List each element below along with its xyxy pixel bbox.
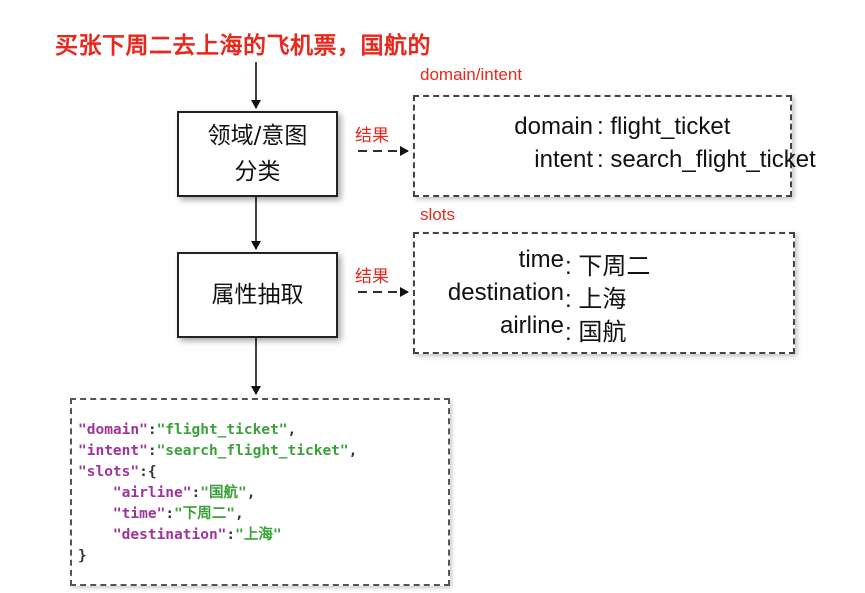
slot-time-value: 下周二 [578,253,651,280]
slot-row-value: : 上海 [565,286,627,313]
slot-row-key: destination [448,279,564,307]
intent-key: intent [534,146,593,173]
slot-destination-value: 上海 [578,286,627,313]
extract-label: 属性抽取 [211,282,304,308]
domain-intent-classification-box: 领域/意图 分类 [177,111,338,197]
panel-slots-title: slots [420,205,455,224]
slot-row-value: : 下周二 [565,253,651,280]
slot-airline-key: airline [499,312,564,339]
json-airline-key: "airline" [112,485,192,501]
json-output-panel: "domain":"flight_ticket", "intent":"sear… [70,398,450,586]
domain-key: domain [514,113,593,140]
json-line-domain: "domain":"flight_ticket", [78,422,297,438]
slot-row-value: : 国航 [565,319,627,346]
json-intent-key: "intent" [78,443,148,459]
domain-intent-result-panel: domain : flight_ticket intent : search_f… [413,95,816,197]
json-domain-value: "flight_ticket" [156,422,288,438]
json-line-intent: "intent":"search_flight_ticket", [78,443,358,459]
json-airline-value: "国航" [200,485,247,501]
intent-row-key: intent [534,146,593,174]
slot-airline-value: 国航 [578,319,627,346]
panel-intent-title: domain/intent [420,65,523,84]
json-line-close: } [78,548,87,564]
slot-destination-key: destination [447,279,564,306]
intent-value: search_flight_ticket [610,146,816,173]
json-destination-key: "destination" [112,527,227,543]
slot-row-key: time [519,246,564,274]
json-domain-key: "domain" [78,422,148,438]
json-slots-key: "slots" [78,464,140,480]
json-time-key: "time" [112,506,166,522]
json-line-slots: "slots":{ [78,464,157,480]
slot-row-key: airline [500,312,564,340]
classify-label-line2: 分类 [234,159,281,185]
intent-row-value: : search_flight_ticket [597,146,816,173]
intent-row-key: domain [514,113,593,141]
json-line-airline: "airline":"国航", [112,485,256,501]
user-query: 买张下周二去上海的飞机票，国航的 [55,33,431,59]
intent-row-value: : flight_ticket [597,113,731,140]
classify-label-line1: 领域/意图 [207,123,308,149]
json-line-destination: "destination":"上海" [112,527,282,543]
slots-result-panel: time : 下周二 destination : 上海 airline : 国航 [413,232,795,354]
json-destination-value: "上海" [235,527,282,543]
result-label-extract: 结果 [355,267,389,286]
json-intent-value: "search_flight_ticket" [156,443,349,459]
attribute-extraction-box: 属性抽取 [177,252,338,338]
json-time-value: "下周二" [174,506,236,522]
json-line-time: "time":"下周二", [112,506,244,522]
result-label-classify: 结果 [355,126,389,145]
domain-value: flight_ticket [610,113,731,140]
slot-time-key: time [518,246,564,273]
